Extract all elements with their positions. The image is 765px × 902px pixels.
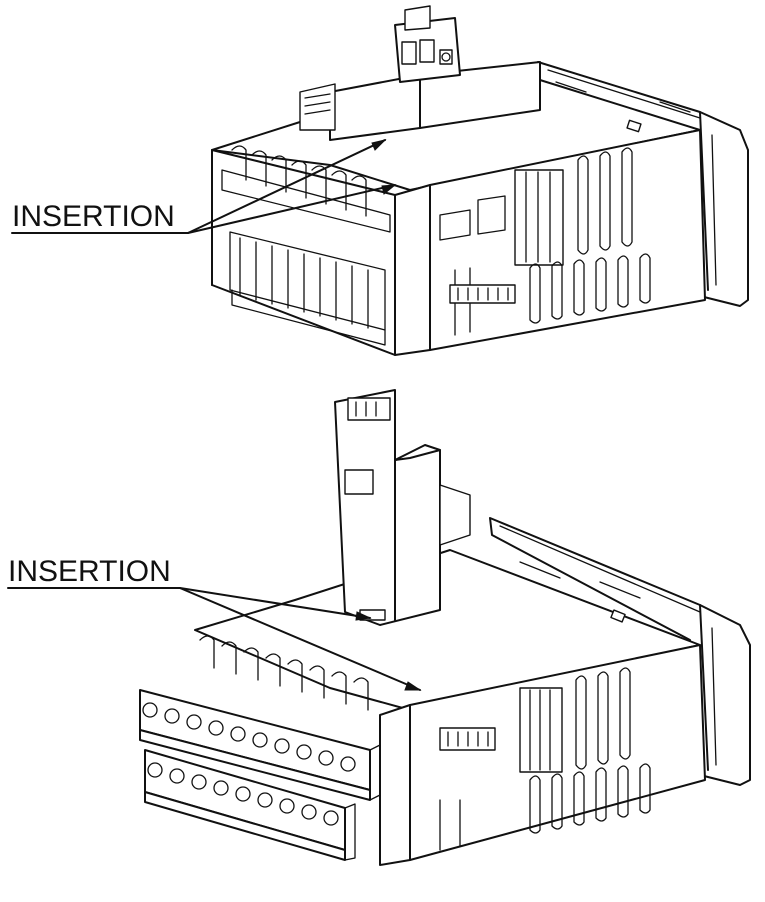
top-device-illustration <box>11 5 749 356</box>
bottom-vent-slots <box>439 667 651 851</box>
top-plug-module <box>299 5 541 141</box>
top-terminal-block <box>221 145 391 346</box>
bottom-port <box>439 727 496 751</box>
bottom-insertion-callout <box>7 587 422 691</box>
top-insertion-callout <box>11 139 397 234</box>
top-housing <box>211 79 706 356</box>
bottom-terminal-block-upper <box>199 635 369 711</box>
bottom-device-illustration <box>7 389 751 866</box>
bottom-insertion-label: INSERTION <box>8 555 171 588</box>
top-port <box>439 195 516 304</box>
top-insertion-label: INSERTION <box>12 200 175 233</box>
bottom-screw-connectors <box>139 689 381 861</box>
top-vent-slots <box>454 147 651 336</box>
bottom-insert-module <box>334 389 471 626</box>
